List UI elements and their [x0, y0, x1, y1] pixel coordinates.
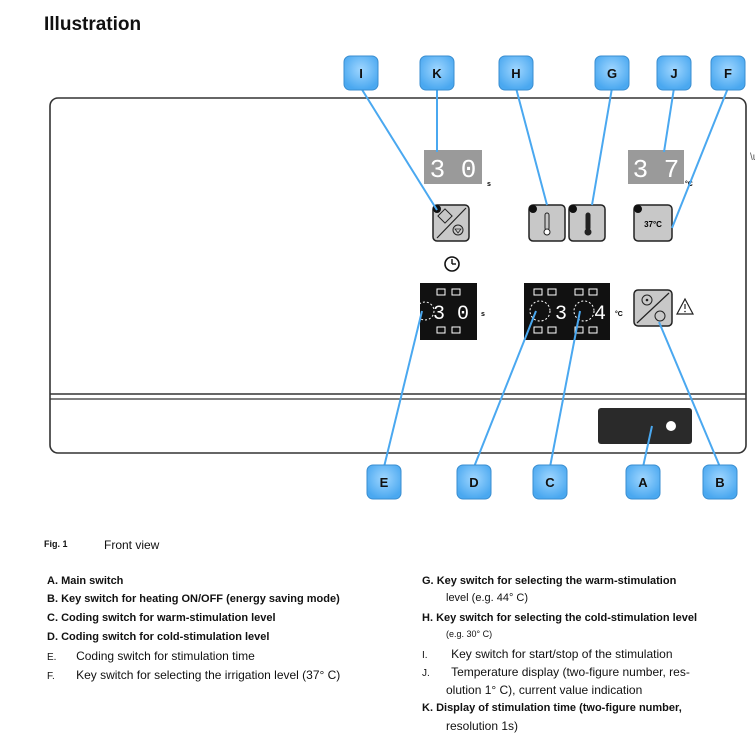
clock-icon	[444, 256, 460, 272]
callout-j: J	[656, 55, 692, 91]
legend-item-d: D. Coding switch for cold-stimulation le…	[47, 631, 270, 643]
front-panel-diagram: \u203a 3 0 s 3 7 °C	[49, 55, 755, 500]
leader-lines	[360, 87, 729, 468]
svg-text:D: D	[469, 475, 478, 490]
legend-item-g: G. Key switch for selecting the warm-sti…	[422, 575, 677, 587]
cold-coding-value: 3	[555, 303, 567, 326]
callout-badges: I K H G J F E D	[343, 55, 746, 500]
svg-text:J: J	[670, 66, 677, 81]
irrigation-level-key[interactable]: 37°C	[633, 204, 673, 242]
svg-text:H: H	[511, 66, 520, 81]
cold-stimulation-key[interactable]	[528, 204, 566, 242]
svg-text:K: K	[432, 66, 442, 81]
legend-item-i: I. Key switch for start/stop of the stim…	[422, 647, 673, 661]
temperature-coding-switches[interactable]: 3 4 °C	[524, 283, 623, 340]
time-coding-switch[interactable]: 3 0 s	[415, 283, 485, 340]
callout-k: K	[419, 55, 455, 91]
warm-coding-value: 4	[594, 303, 606, 326]
svg-text:\u203a: \u203a	[750, 152, 755, 163]
stimulation-time-display: 3 0 s	[424, 150, 491, 188]
legend-item-c: C. Coding switch for warm-stimulation le…	[47, 612, 276, 624]
main-switch[interactable]	[598, 408, 692, 444]
start-stop-key[interactable]	[432, 204, 470, 242]
svg-text:B: B	[715, 475, 724, 490]
svg-text:F: F	[724, 66, 732, 81]
legend-item-a: A. Main switch	[47, 575, 124, 587]
legend-item-h: H. Key switch for selecting the cold-sti…	[422, 612, 698, 624]
legend-item-g-cont: level (e.g. 44° C)	[446, 592, 529, 604]
svg-text:E: E	[380, 475, 389, 490]
legend-item-j: J. Temperature display (two-figure numbe…	[422, 665, 690, 679]
callout-b: B	[702, 464, 738, 500]
svg-text:A: A	[638, 475, 648, 490]
legend-item-f: F. Key switch for selecting the irrigati…	[47, 668, 341, 682]
callout-a: A	[625, 464, 661, 500]
warm-stimulation-key[interactable]	[568, 204, 606, 242]
time-display-value: 3 0	[430, 155, 477, 185]
callout-f: F	[710, 55, 746, 91]
temp-coding-unit: °C	[615, 310, 623, 318]
time-coding-value: 3 0	[433, 303, 469, 326]
callout-c: C	[532, 464, 568, 500]
legend-item-k: K. Display of stimulation time (two-figu…	[422, 702, 682, 714]
callout-d: D	[456, 464, 492, 500]
warning-icon	[676, 297, 694, 315]
svg-text:G: G	[607, 66, 617, 81]
svg-text:C: C	[545, 475, 555, 490]
figure-number: Fig. 1	[44, 539, 68, 549]
figure-caption: Front view	[104, 538, 160, 552]
callout-e: E	[366, 464, 402, 500]
legend-item-h-cont: (e.g. 30° C)	[446, 629, 493, 639]
legend-item-e: E. Coding switch for stimulation time	[47, 649, 255, 663]
page-title: Illustration	[44, 14, 142, 35]
callout-g: G	[594, 55, 630, 91]
legend-item-b: B. Key switch for heating ON/OFF (energy…	[47, 593, 340, 605]
svg-text:I: I	[359, 66, 363, 81]
irrigation-key-label: 37°C	[644, 220, 662, 229]
heating-key[interactable]	[633, 289, 673, 327]
callout-h: H	[498, 55, 534, 91]
legend-item-k-cont: resolution 1s)	[446, 719, 519, 733]
device-front-panel: \u203a	[49, 97, 755, 454]
legend-item-j-cont: olution 1° C), current value indication	[446, 683, 643, 697]
callout-i: I	[343, 55, 379, 91]
temperature-display: 3 7 °C	[628, 150, 693, 188]
temperature-display-value: 3 7	[633, 155, 680, 185]
time-display-unit: s	[487, 181, 491, 188]
time-coding-unit: s	[481, 311, 485, 318]
